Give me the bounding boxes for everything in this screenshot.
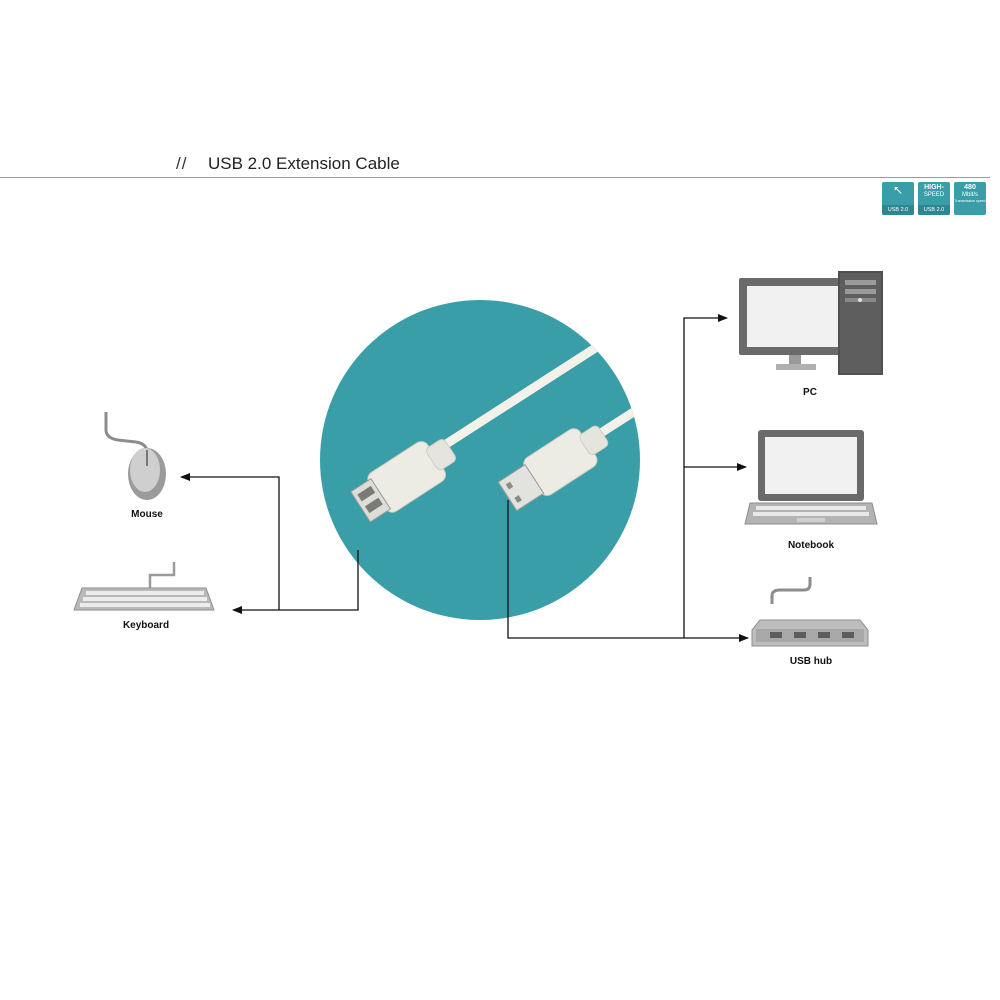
line-to-keyboard	[232, 550, 359, 614]
mouse-icon	[104, 412, 166, 500]
high-speed-badge-label: USB 2.0	[918, 205, 950, 215]
speed-480-value: 480	[964, 184, 976, 191]
usb-female-connector	[350, 439, 456, 523]
mouse-label: Mouse	[131, 509, 163, 520]
usb-hub-icon	[751, 577, 869, 647]
speed-480-caption: Transmission speed	[954, 199, 986, 203]
usb-badge-label: USB 2.0	[882, 205, 914, 215]
line-to-pc	[683, 314, 728, 638]
page-header: // USB 2.0 Extension Cable	[0, 150, 1000, 180]
pc-label: PC	[803, 387, 817, 398]
header-divider	[0, 177, 990, 178]
page-title: USB 2.0 Extension Cable	[208, 154, 400, 173]
keyboard-icon	[73, 562, 215, 611]
speed-480-badge: 480 Mbit/s Transmission speed	[954, 182, 986, 215]
pc-icon	[739, 271, 883, 375]
line-to-usb-hub	[507, 500, 749, 642]
usb-hub-label: USB hub	[789, 656, 833, 667]
usb-badge: ⭦ USB 2.0	[882, 182, 914, 215]
notebook-icon	[744, 430, 878, 525]
line-to-mouse	[180, 473, 280, 610]
teal-circle	[320, 300, 640, 620]
high-speed-line2: SPEED	[923, 192, 945, 198]
usb-male-connector	[497, 425, 609, 512]
high-speed-line1: HIGH-	[924, 184, 944, 191]
notebook-label: Notebook	[787, 540, 835, 551]
usb-trident-icon: ⭦	[893, 183, 903, 198]
keyboard-label: Keyboard	[122, 620, 170, 631]
header-slashes: //	[176, 154, 188, 173]
high-speed-badge: HIGH- SPEED USB 2.0	[918, 182, 950, 215]
cable-wire-left	[435, 340, 605, 453]
connection-lines	[180, 314, 749, 642]
speed-480-unit: Mbit/s	[961, 192, 978, 198]
cable-product-image	[320, 300, 640, 620]
